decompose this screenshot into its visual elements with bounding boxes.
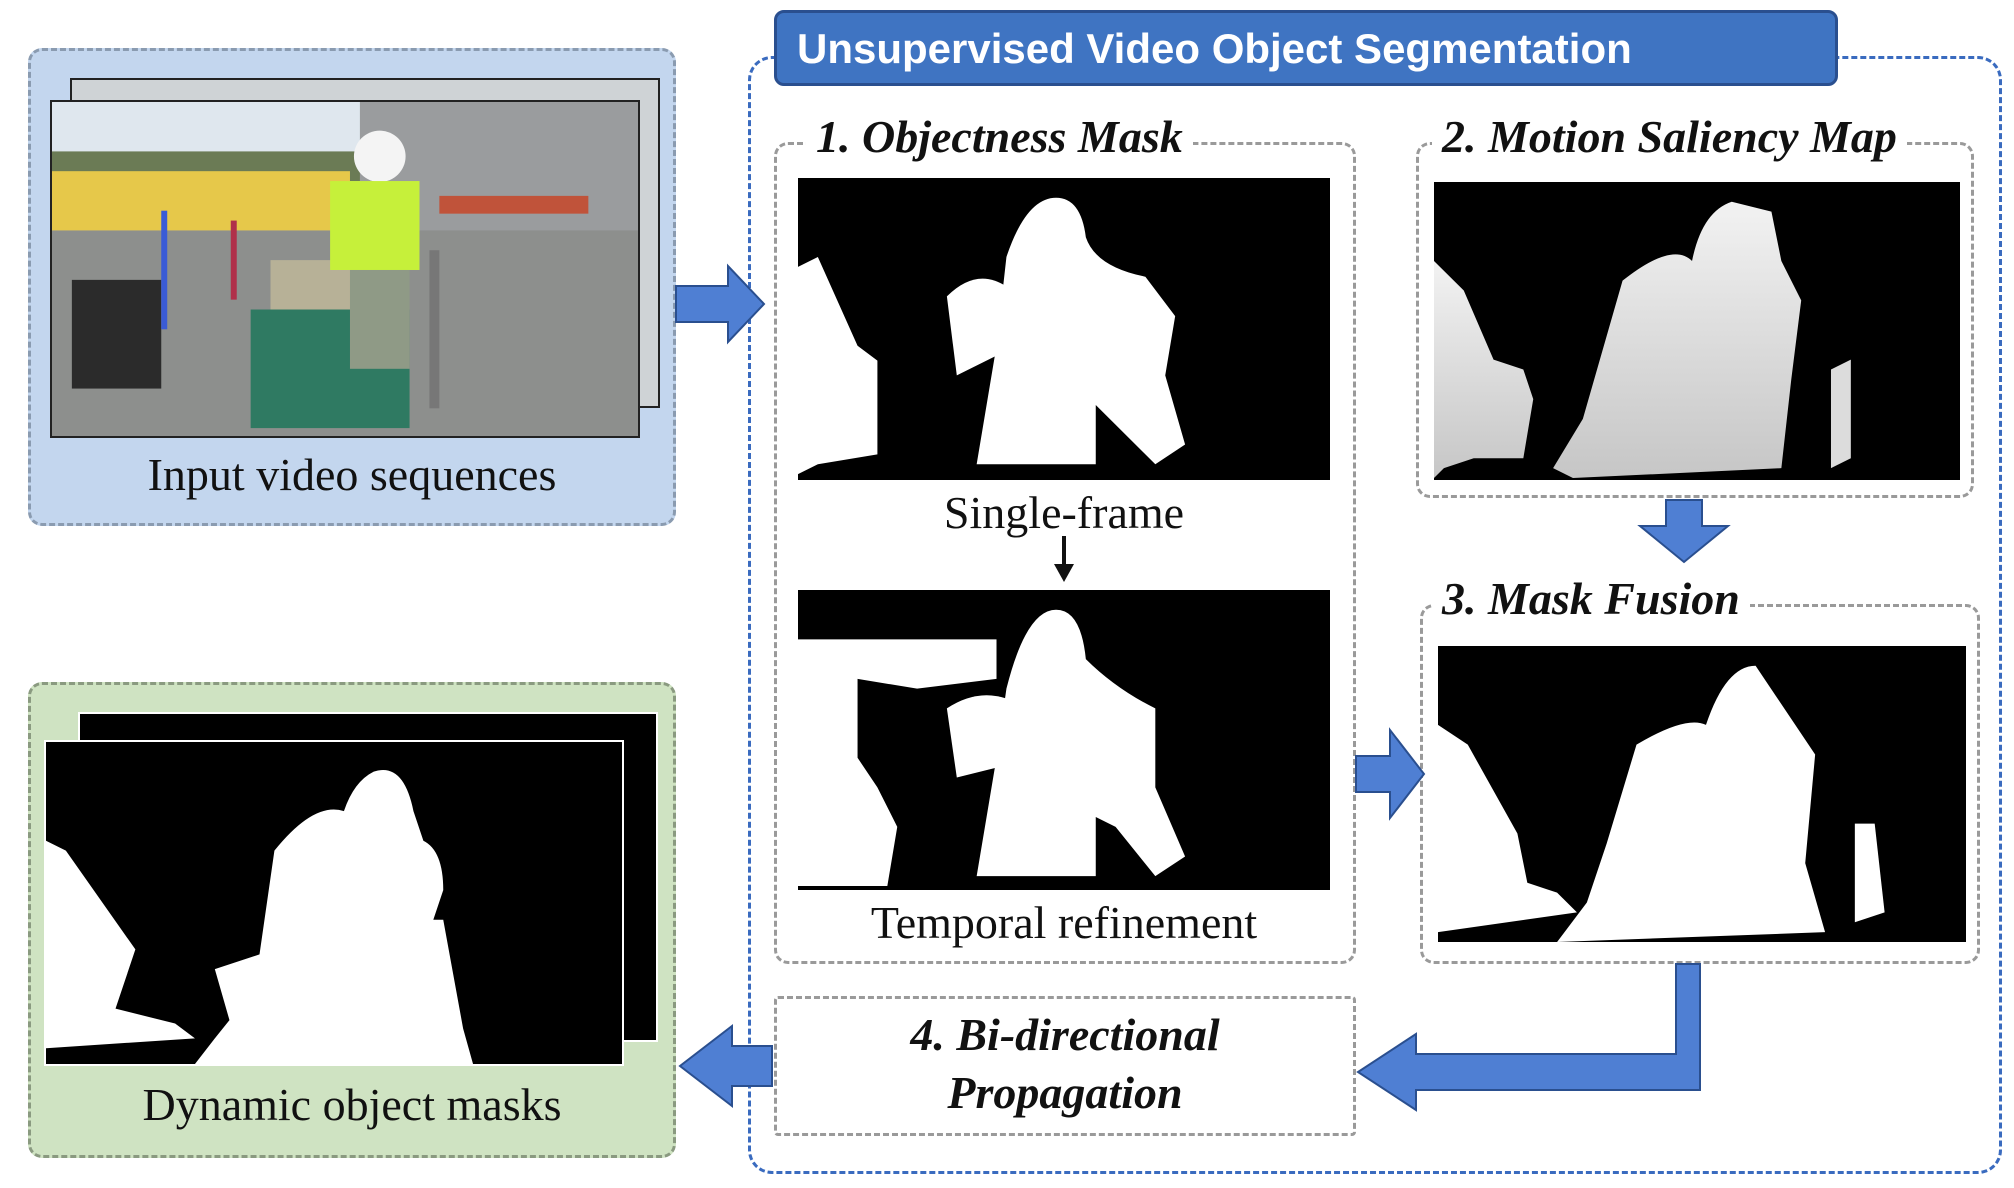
uvos-title: Unsupervised Video Object Segmentation bbox=[797, 25, 1632, 72]
output-mask-front bbox=[44, 740, 624, 1066]
propagation-panel bbox=[774, 996, 1356, 1136]
mask-fusion-title: 3. Mask Fusion bbox=[1432, 576, 1750, 622]
output-caption: Dynamic object masks bbox=[142, 1079, 562, 1130]
objectness-title: 1. Objectness Mask bbox=[806, 114, 1193, 160]
single-frame-mask bbox=[796, 176, 1332, 482]
motion-saliency-title: 2. Motion Saliency Map bbox=[1432, 114, 1907, 160]
motion-saliency-map bbox=[1432, 180, 1962, 482]
fused-mask bbox=[1436, 644, 1968, 944]
temporal-refinement-label: Temporal refinement bbox=[870, 897, 1258, 948]
single-frame-label: Single-frame bbox=[943, 487, 1185, 538]
propagation-title-line1: 4. Bi-directional bbox=[910, 1009, 1220, 1060]
temporal-refined-mask bbox=[796, 588, 1332, 892]
input-frame-front bbox=[50, 100, 640, 438]
propagation-title: 4. Bi-directional Propagation bbox=[774, 1006, 1356, 1122]
input-caption: Input video sequences bbox=[147, 449, 557, 500]
propagation-title-line2: Propagation bbox=[947, 1067, 1183, 1118]
construction-photo bbox=[52, 102, 638, 436]
uvos-header: Unsupervised Video Object Segmentation bbox=[774, 10, 1838, 86]
